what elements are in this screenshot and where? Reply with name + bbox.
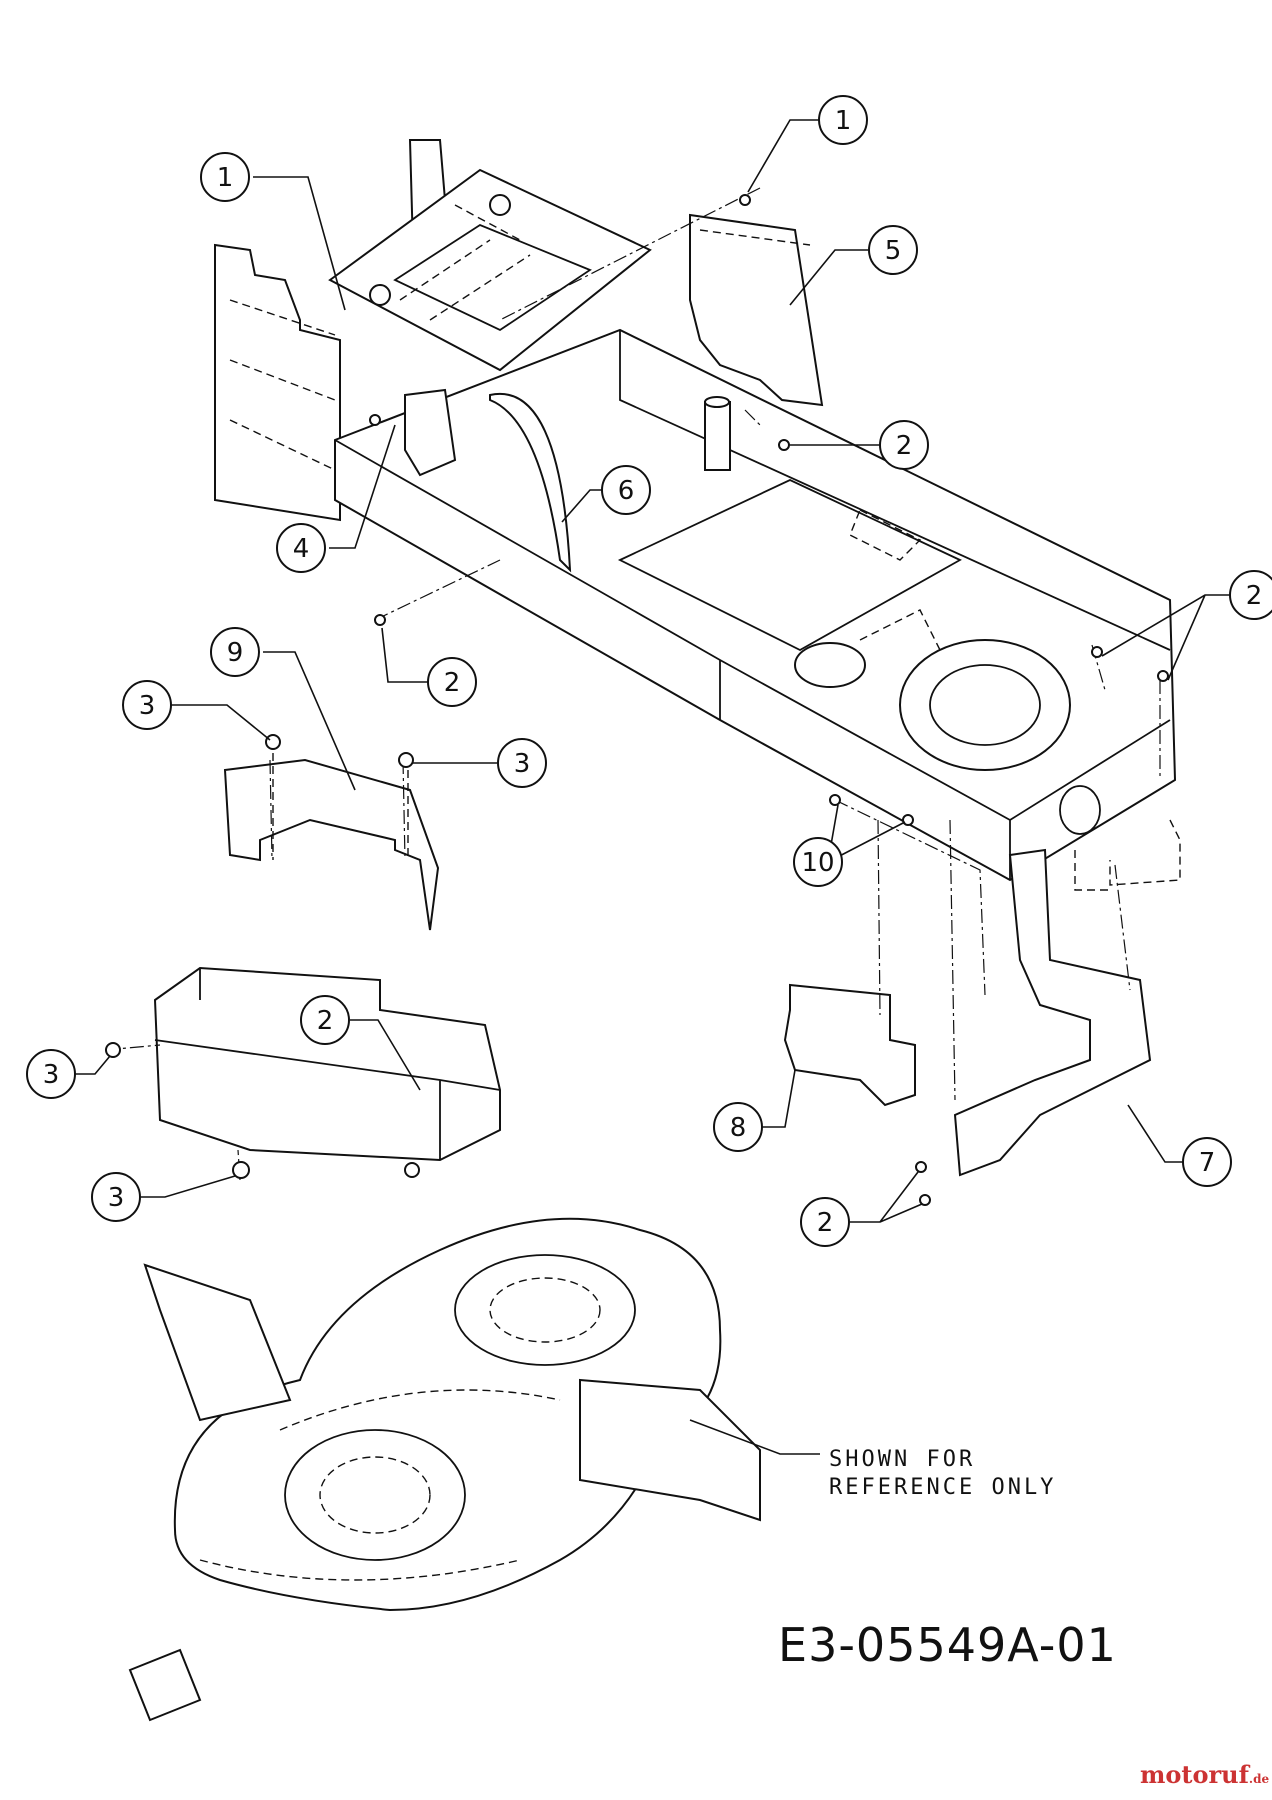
- assembly-lines: [104, 187, 1181, 1181]
- callout-label: 3: [139, 691, 156, 721]
- callout-balloon: [1229, 570, 1272, 620]
- callout-balloon: [879, 420, 929, 470]
- callout-label: 3: [43, 1060, 60, 1090]
- callout-3: 3: [91, 1172, 141, 1222]
- screw-icon: [778, 439, 790, 451]
- nut-icon: [398, 752, 414, 768]
- callout-balloon: [300, 995, 350, 1045]
- drawing-code: E3-05549A-01: [778, 1618, 1117, 1672]
- callout-label: 3: [514, 749, 531, 779]
- callout-label: 9: [227, 638, 244, 668]
- mower-deck: [128, 1217, 761, 1722]
- callout-balloon: [800, 1197, 850, 1247]
- callout-balloon: [200, 152, 250, 202]
- nut-icon: [232, 1161, 250, 1179]
- callout-label: 2: [444, 668, 461, 698]
- part-panel-6: [489, 392, 572, 573]
- callout-1: 1: [200, 152, 250, 202]
- callout-2: 2: [1229, 570, 1272, 620]
- screw-icon: [919, 1194, 931, 1206]
- bolt-icon: [105, 1042, 121, 1058]
- callout-1: 1: [818, 95, 868, 145]
- callout-balloon: [26, 1049, 76, 1099]
- callout-balloon: [497, 738, 547, 788]
- watermark-logo: motoruf.de: [1140, 1760, 1269, 1789]
- callout-5: 5: [868, 225, 918, 275]
- part-bracket-9: [223, 758, 440, 931]
- callout-balloon: [210, 627, 260, 677]
- screw-icon: [902, 814, 914, 826]
- fasteners: [105, 194, 1169, 1206]
- callout-balloon: [427, 657, 477, 707]
- callout-balloon: [601, 465, 651, 515]
- screw-icon: [1091, 646, 1103, 658]
- callout-label: 10: [801, 848, 834, 878]
- callout-6: 6: [601, 465, 651, 515]
- watermark-text: motoruf: [1140, 1760, 1249, 1789]
- callout-group: 1 1 5 2 6 4 2 2 9 3 3 2 10 3 8 7 3 2: [26, 95, 1272, 1247]
- reference-note: SHOWN FOR REFERENCE ONLY: [829, 1447, 1057, 1500]
- callout-balloon: [91, 1172, 141, 1222]
- callout-balloon: [818, 95, 868, 145]
- nut-icon: [265, 734, 281, 750]
- callout-balloon: [868, 225, 918, 275]
- leader-lines: [75, 119, 1230, 1455]
- callout-label: 4: [293, 534, 310, 564]
- callout-balloon: [122, 680, 172, 730]
- callout-9: 9: [210, 627, 260, 677]
- part-bracket-7: [953, 848, 1152, 1177]
- callout-label: 2: [896, 431, 913, 461]
- callout-2: 2: [427, 657, 477, 707]
- screw-icon: [1157, 670, 1169, 682]
- callout-label: 2: [1246, 581, 1263, 611]
- screw-icon: [739, 194, 751, 206]
- callout-label: 6: [618, 476, 635, 506]
- watermark-suffix: .de: [1248, 1772, 1270, 1786]
- screw-icon: [369, 414, 381, 426]
- callout-label: 1: [217, 163, 234, 193]
- callout-label: 7: [1199, 1148, 1216, 1178]
- nut-icon: [404, 1162, 420, 1178]
- callout-label: 1: [835, 106, 852, 136]
- callout-3: 3: [122, 680, 172, 730]
- screw-icon: [374, 614, 386, 626]
- callout-4: 4: [276, 523, 326, 573]
- callout-balloon: [276, 523, 326, 573]
- callout-7: 7: [1182, 1137, 1232, 1187]
- callout-2: 2: [800, 1197, 850, 1247]
- callout-balloon: [713, 1102, 763, 1152]
- screw-icon: [829, 794, 841, 806]
- callout-10: 10: [793, 837, 843, 887]
- callout-8: 8: [713, 1102, 763, 1152]
- callout-balloon: [1182, 1137, 1232, 1187]
- callout-label: 2: [317, 1006, 334, 1036]
- callout-2: 2: [879, 420, 929, 470]
- callout-label: 8: [730, 1113, 747, 1143]
- callout-3: 3: [26, 1049, 76, 1099]
- screw-icon: [915, 1161, 927, 1173]
- callout-balloon: [793, 837, 843, 887]
- part-bracket-8: [783, 983, 916, 1107]
- callout-label: 2: [817, 1208, 834, 1238]
- callout-label: 3: [108, 1183, 125, 1213]
- callout-3: 3: [497, 738, 547, 788]
- callout-label: 5: [885, 236, 902, 266]
- callout-2: 2: [300, 995, 350, 1045]
